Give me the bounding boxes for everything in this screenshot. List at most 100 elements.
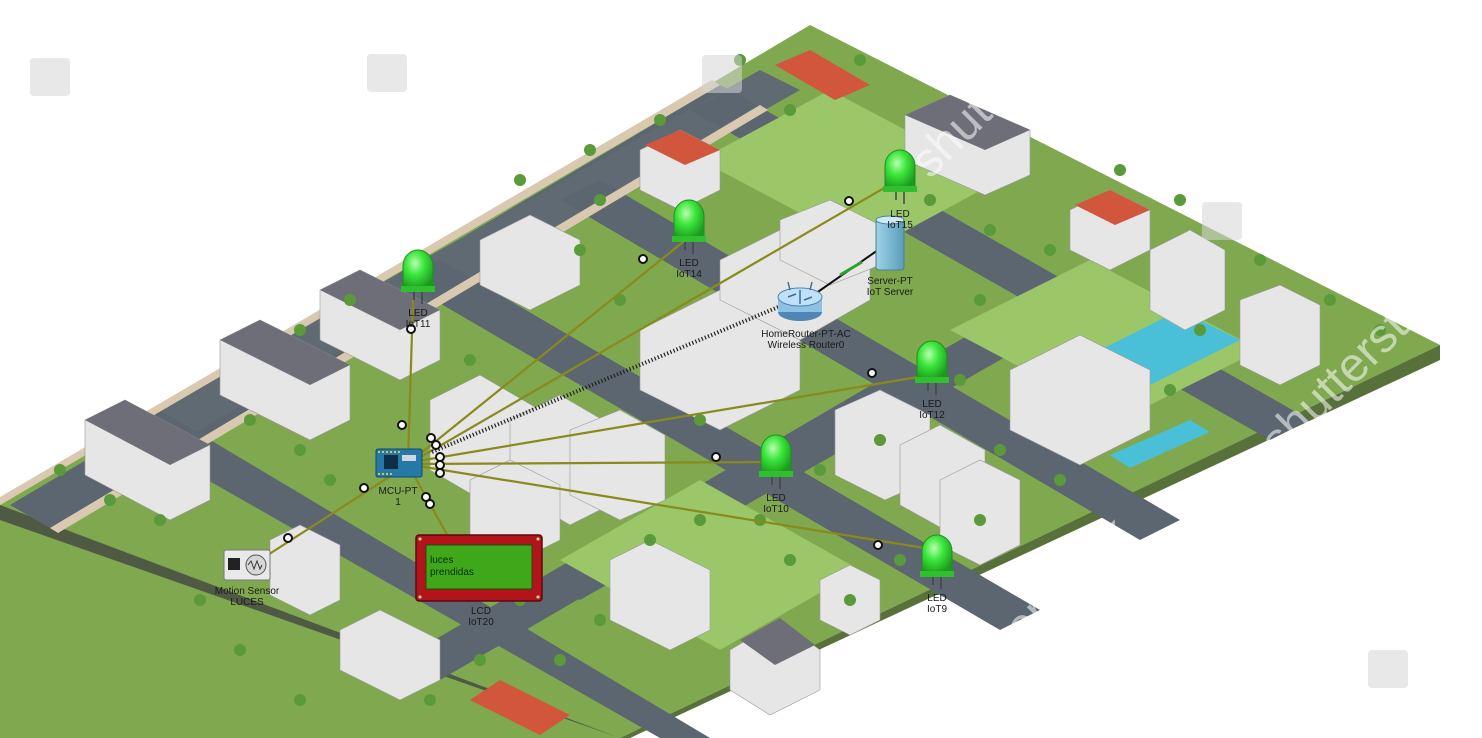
device-type: Motion Sensor <box>214 586 280 597</box>
tree <box>974 514 986 526</box>
city-map-background <box>0 25 1440 738</box>
tree <box>974 294 986 306</box>
tree <box>474 654 486 666</box>
tree <box>814 464 826 476</box>
tree <box>644 534 656 546</box>
cable-mcu-led14 <box>409 237 689 463</box>
led-iot15[interactable] <box>883 149 917 204</box>
mcu-board[interactable] <box>375 448 423 478</box>
link-endpoints <box>283 196 883 550</box>
tree <box>784 554 796 566</box>
device-name: IoT15 <box>887 220 913 231</box>
watermark-text: shutterstock <box>0 207 191 428</box>
device-name: 1 <box>395 497 401 508</box>
link-endpoint <box>844 196 854 206</box>
link-endpoint <box>406 324 416 334</box>
link-endpoint <box>435 468 445 478</box>
cable-mcu-led12 <box>411 373 931 464</box>
lcd-display[interactable] <box>415 534 543 602</box>
tree <box>344 294 356 306</box>
link-endpoint <box>435 460 445 470</box>
lcd-line-2: prendidas <box>430 567 474 578</box>
device-type: LED <box>408 308 428 319</box>
led-iot10[interactable] <box>759 434 793 489</box>
device-type: LCD <box>470 606 492 617</box>
label-led-iot11: LED IoT11 <box>406 308 431 330</box>
led-iot11[interactable] <box>401 249 435 304</box>
connections <box>259 179 938 561</box>
motion-sensor[interactable] <box>223 549 271 581</box>
link-endpoint <box>283 533 293 543</box>
tree <box>194 594 206 606</box>
tree <box>854 54 866 66</box>
link-endpoint <box>426 433 436 443</box>
lcd-screen-text: luces prendidas <box>430 555 530 579</box>
router-wireless-router0[interactable] <box>777 281 823 321</box>
tree <box>654 114 666 126</box>
label-led-iot14: LED IoT14 <box>676 258 702 280</box>
label-led-iot15: LED IoT15 <box>887 209 913 231</box>
tree <box>984 224 996 236</box>
link-endpoint <box>359 483 369 493</box>
tree <box>994 444 1006 456</box>
tree <box>1114 164 1126 176</box>
label-mcu: MCU-PT 1 <box>379 486 418 508</box>
tree <box>54 464 66 476</box>
tree <box>614 294 626 306</box>
tree <box>294 444 306 456</box>
label-led-iot9: LED IoT9 <box>927 593 947 615</box>
cable-mcu-led10 <box>411 460 774 466</box>
tree <box>1194 324 1206 336</box>
tree <box>464 354 476 366</box>
device-name: IoT12 <box>919 410 945 421</box>
link-endpoint <box>711 452 721 462</box>
cable-mcu-led9 <box>411 463 938 552</box>
tree <box>844 594 856 606</box>
label-server: Server-PT IoT Server <box>867 276 914 298</box>
tree <box>954 374 966 386</box>
label-motion-sensor: Motion Sensor LUCES <box>215 586 279 608</box>
led-iot12[interactable] <box>915 340 949 395</box>
tree <box>1174 194 1186 206</box>
label-lcd: LCD IoT20 <box>468 606 494 628</box>
device-name: Wireless Router0 <box>767 340 845 351</box>
device-type: LED <box>927 593 947 604</box>
label-led-iot10: LED IoT10 <box>763 493 789 515</box>
led-iot9[interactable] <box>920 534 954 589</box>
tree <box>294 694 306 706</box>
tree <box>1044 244 1056 256</box>
cable-mcu-motion <box>259 469 401 561</box>
tree <box>514 174 526 186</box>
device-name: IoT10 <box>763 504 789 515</box>
link-endpoint <box>431 440 441 450</box>
device-type: HomeRouter-PT-AC <box>761 329 851 340</box>
device-name: IoT9 <box>926 604 948 615</box>
tree <box>554 654 566 666</box>
tree <box>1164 384 1176 396</box>
tree <box>154 514 166 526</box>
tree <box>1054 474 1066 486</box>
tree <box>244 414 256 426</box>
tree <box>784 104 796 116</box>
device-name: IoT20 <box>468 617 494 628</box>
label-router: HomeRouter-PT-AC Wireless Router0 <box>761 329 850 351</box>
tree <box>104 494 116 506</box>
device-type: Server-PT <box>867 276 913 287</box>
label-led-iot12: LED IoT12 <box>919 399 945 421</box>
link-endpoint <box>435 452 445 462</box>
device-name: IoT Server <box>866 287 914 298</box>
led-iot14[interactable] <box>672 199 706 254</box>
link-endpoint <box>425 499 435 509</box>
link-endpoint <box>873 540 883 550</box>
tree <box>1254 254 1266 266</box>
tree <box>324 474 336 486</box>
tree <box>574 244 586 256</box>
server-iot-server[interactable] <box>875 215 905 271</box>
lcd-line-1: luces <box>430 555 454 566</box>
device-type: LED <box>679 258 699 269</box>
link-endpoint <box>638 254 648 264</box>
tree <box>894 554 906 566</box>
tree <box>594 194 606 206</box>
tree <box>584 144 596 156</box>
